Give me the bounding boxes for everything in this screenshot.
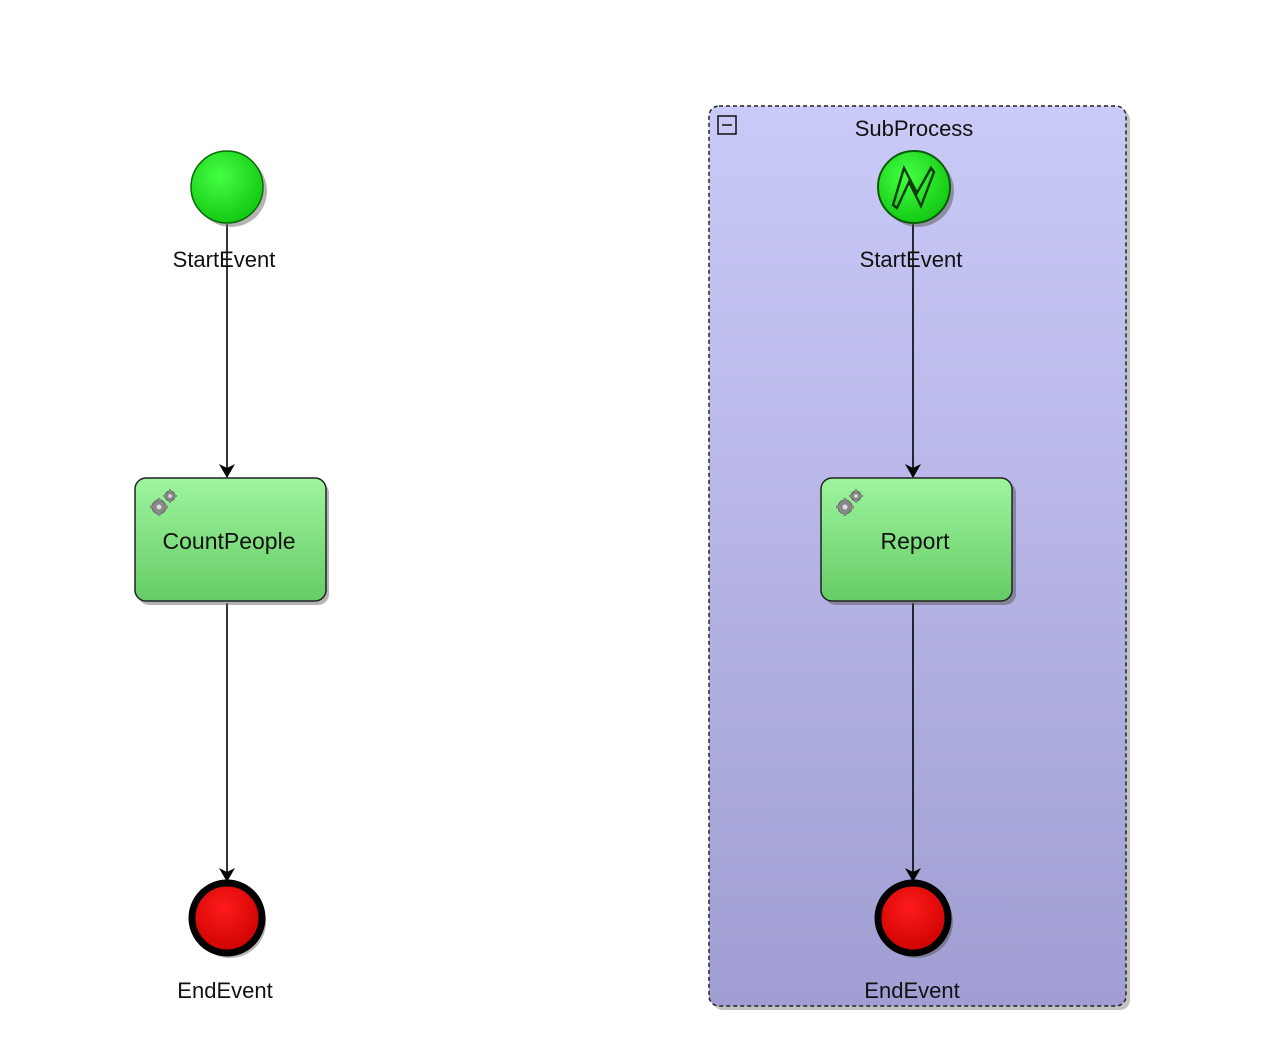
task-box[interactable] (134, 477, 327, 602)
start-event-label: StartEvent (173, 247, 276, 272)
subprocess-end-event[interactable]: EndEvent (864, 879, 960, 1003)
minus-square-icon[interactable] (717, 115, 737, 135)
subprocess-title: SubProcess (855, 116, 974, 141)
end-event-circle[interactable] (188, 879, 266, 957)
subprocess[interactable]: SubProcess StartEvent Report EndEvent (708, 105, 1130, 1010)
task-report[interactable]: Report (820, 477, 1016, 605)
task-label: CountPeople (163, 528, 296, 554)
main-process: StartEvent CountPeople EndEvent (134, 150, 329, 1003)
end-event[interactable]: EndEvent (177, 879, 273, 1003)
signal-lightning-icon (891, 164, 936, 210)
task-box[interactable] (820, 477, 1013, 602)
task-label: Report (880, 528, 950, 554)
start-event[interactable]: StartEvent (173, 150, 276, 272)
task-countpeople[interactable]: CountPeople (134, 477, 329, 605)
subprocess-start-event-label: StartEvent (860, 247, 963, 272)
end-event-circle[interactable] (874, 879, 952, 957)
subprocess-end-event-label: EndEvent (864, 978, 959, 1003)
subprocess-start-event[interactable]: StartEvent (860, 150, 963, 272)
start-event-circle[interactable] (190, 150, 264, 224)
end-event-label: EndEvent (177, 978, 272, 1003)
